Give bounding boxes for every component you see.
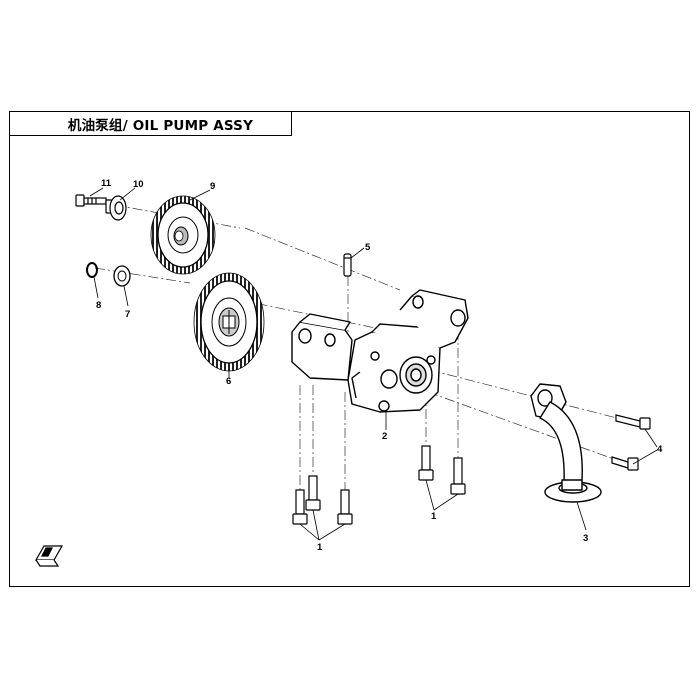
bolt-part-11 bbox=[75, 194, 107, 207]
bolts-part-4 bbox=[611, 414, 651, 471]
washer-part-7 bbox=[113, 265, 131, 287]
callout-3: 3 bbox=[583, 533, 588, 544]
callout-9: 9 bbox=[210, 181, 215, 192]
sleeve-part-10 bbox=[105, 195, 127, 221]
callout-11: 11 bbox=[101, 178, 112, 189]
gear-part-9 bbox=[150, 195, 216, 275]
direction-arrow-icon bbox=[34, 545, 64, 567]
callout-10: 10 bbox=[133, 179, 144, 190]
callout-8: 8 bbox=[96, 300, 101, 311]
drawing-frame bbox=[9, 111, 690, 587]
dowel-pin-part-5 bbox=[343, 253, 352, 277]
callout-4: 4 bbox=[657, 444, 663, 455]
gear-part-6 bbox=[193, 272, 265, 372]
callout-5: 5 bbox=[365, 242, 371, 253]
callout-7: 7 bbox=[125, 309, 130, 320]
callout-1-left: 1 bbox=[317, 542, 323, 553]
oil-strainer-part-3 bbox=[530, 383, 602, 503]
leader-lines bbox=[89, 187, 658, 541]
callout-1-right: 1 bbox=[431, 511, 437, 522]
snap-ring-part-8 bbox=[86, 262, 98, 278]
page-title: 机油泵组/ OIL PUMP ASSY bbox=[67, 117, 254, 134]
callout-labels: 11 10 9 8 7 6 5 2 4 3 1 1 bbox=[96, 178, 663, 553]
callout-2: 2 bbox=[382, 431, 387, 442]
oil-pump-body-part-2 bbox=[291, 289, 469, 413]
callout-6: 6 bbox=[226, 376, 231, 387]
bolts-part-1-left bbox=[292, 475, 353, 525]
title-block: 机油泵组/ OIL PUMP ASSY bbox=[9, 111, 292, 136]
bolts-part-1-right bbox=[418, 445, 466, 495]
